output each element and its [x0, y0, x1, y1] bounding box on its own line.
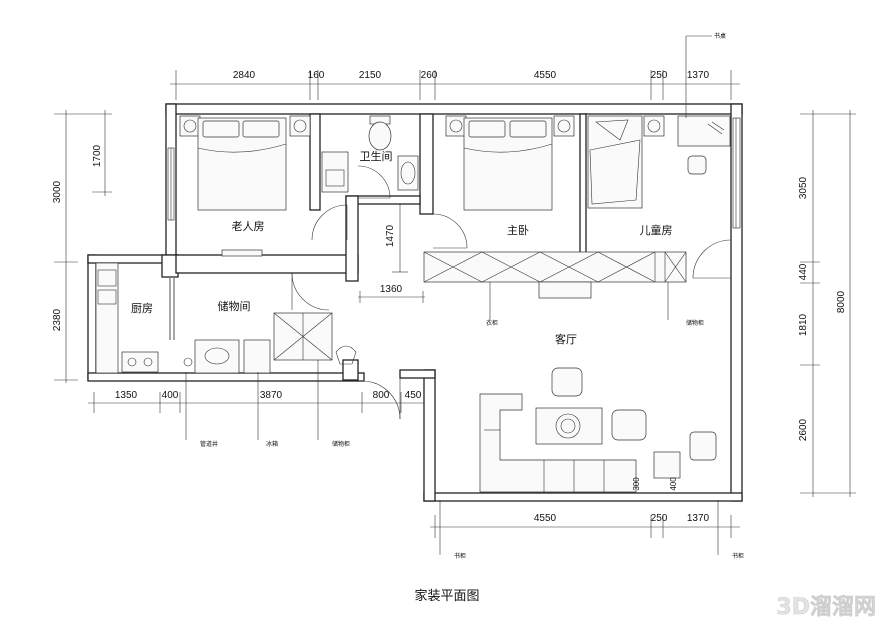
dim-bottom-8: 1370 [687, 513, 710, 524]
dim-left-1: 1700 [92, 144, 103, 167]
dim-top-6: 250 [651, 70, 668, 81]
elder-bed [179, 115, 311, 257]
label-wardrobe: 衣柜 [486, 319, 498, 327]
kids-bed [587, 115, 665, 209]
dim-left-3: 2380 [52, 308, 63, 331]
dim-top-1: 2840 [233, 70, 256, 81]
label-fridge: 冰箱 [266, 440, 278, 448]
dim-bottom-4: 800 [373, 390, 390, 401]
living-furniture [479, 367, 717, 493]
watermark-logo: 3D溜溜网 [776, 594, 876, 620]
dim-bottom-6: 4550 [534, 513, 557, 524]
dim-right-total: 8000 [836, 290, 847, 313]
dim-top-3: 2150 [359, 70, 382, 81]
dim-bottom-5: 450 [405, 390, 422, 401]
dim-inner-horizontal: 1360 [380, 284, 403, 295]
doors [169, 165, 732, 420]
label-cabinet-right: 书柜 [732, 552, 744, 560]
wardrobe [423, 251, 687, 299]
label-pipe-well: 管道井 [200, 440, 218, 448]
dim-top-2: 160 [308, 70, 325, 81]
dim-right-2: 440 [798, 263, 809, 280]
bathroom-fixtures [321, 115, 419, 193]
master-bed [445, 115, 575, 211]
dim-right-3: 1810 [798, 313, 809, 336]
dimension-lines [54, 70, 856, 538]
room-bathroom: 卫生间 [360, 149, 393, 163]
walls [87, 103, 743, 502]
label-cabinet-left: 书柜 [454, 552, 466, 560]
dim-top-7: 1370 [687, 70, 710, 81]
room-kitchen: 厨房 [131, 302, 153, 315]
dim-bottom-3: 3870 [260, 390, 283, 401]
dim-left-2: 3000 [52, 180, 63, 203]
room-storage: 储物间 [218, 299, 251, 313]
dim-right-4: 2600 [798, 418, 809, 441]
dim-top-5: 4550 [534, 70, 557, 81]
room-master-bedroom: 主卧 [507, 224, 529, 237]
dim-bottom-2: 400 [162, 390, 179, 401]
room-living: 客厅 [555, 332, 577, 346]
room-elder-bedroom: 老人房 [232, 220, 265, 233]
label-storage-cabinet: 储物柜 [332, 440, 350, 448]
dim-bottom-1: 1350 [115, 390, 138, 401]
dim-inner-vertical: 1470 [385, 224, 396, 247]
label-storage-cabinet-kids: 储物柜 [686, 319, 704, 327]
dim-bottom-7: 250 [651, 513, 668, 524]
dim-small-b: 400 [669, 477, 678, 491]
leader-lines [185, 35, 719, 555]
kitchen-fixtures [95, 262, 159, 374]
dim-small-a: 300 [632, 477, 641, 491]
room-kids-room: 儿童房 [640, 223, 673, 237]
label-desk: 书桌 [714, 32, 726, 40]
storage-fixtures [183, 312, 357, 374]
desk-area [677, 115, 731, 175]
dim-top-4: 260 [421, 70, 438, 81]
plan-title: 家装平面图 [414, 588, 479, 604]
dim-right-1: 3050 [798, 176, 809, 199]
